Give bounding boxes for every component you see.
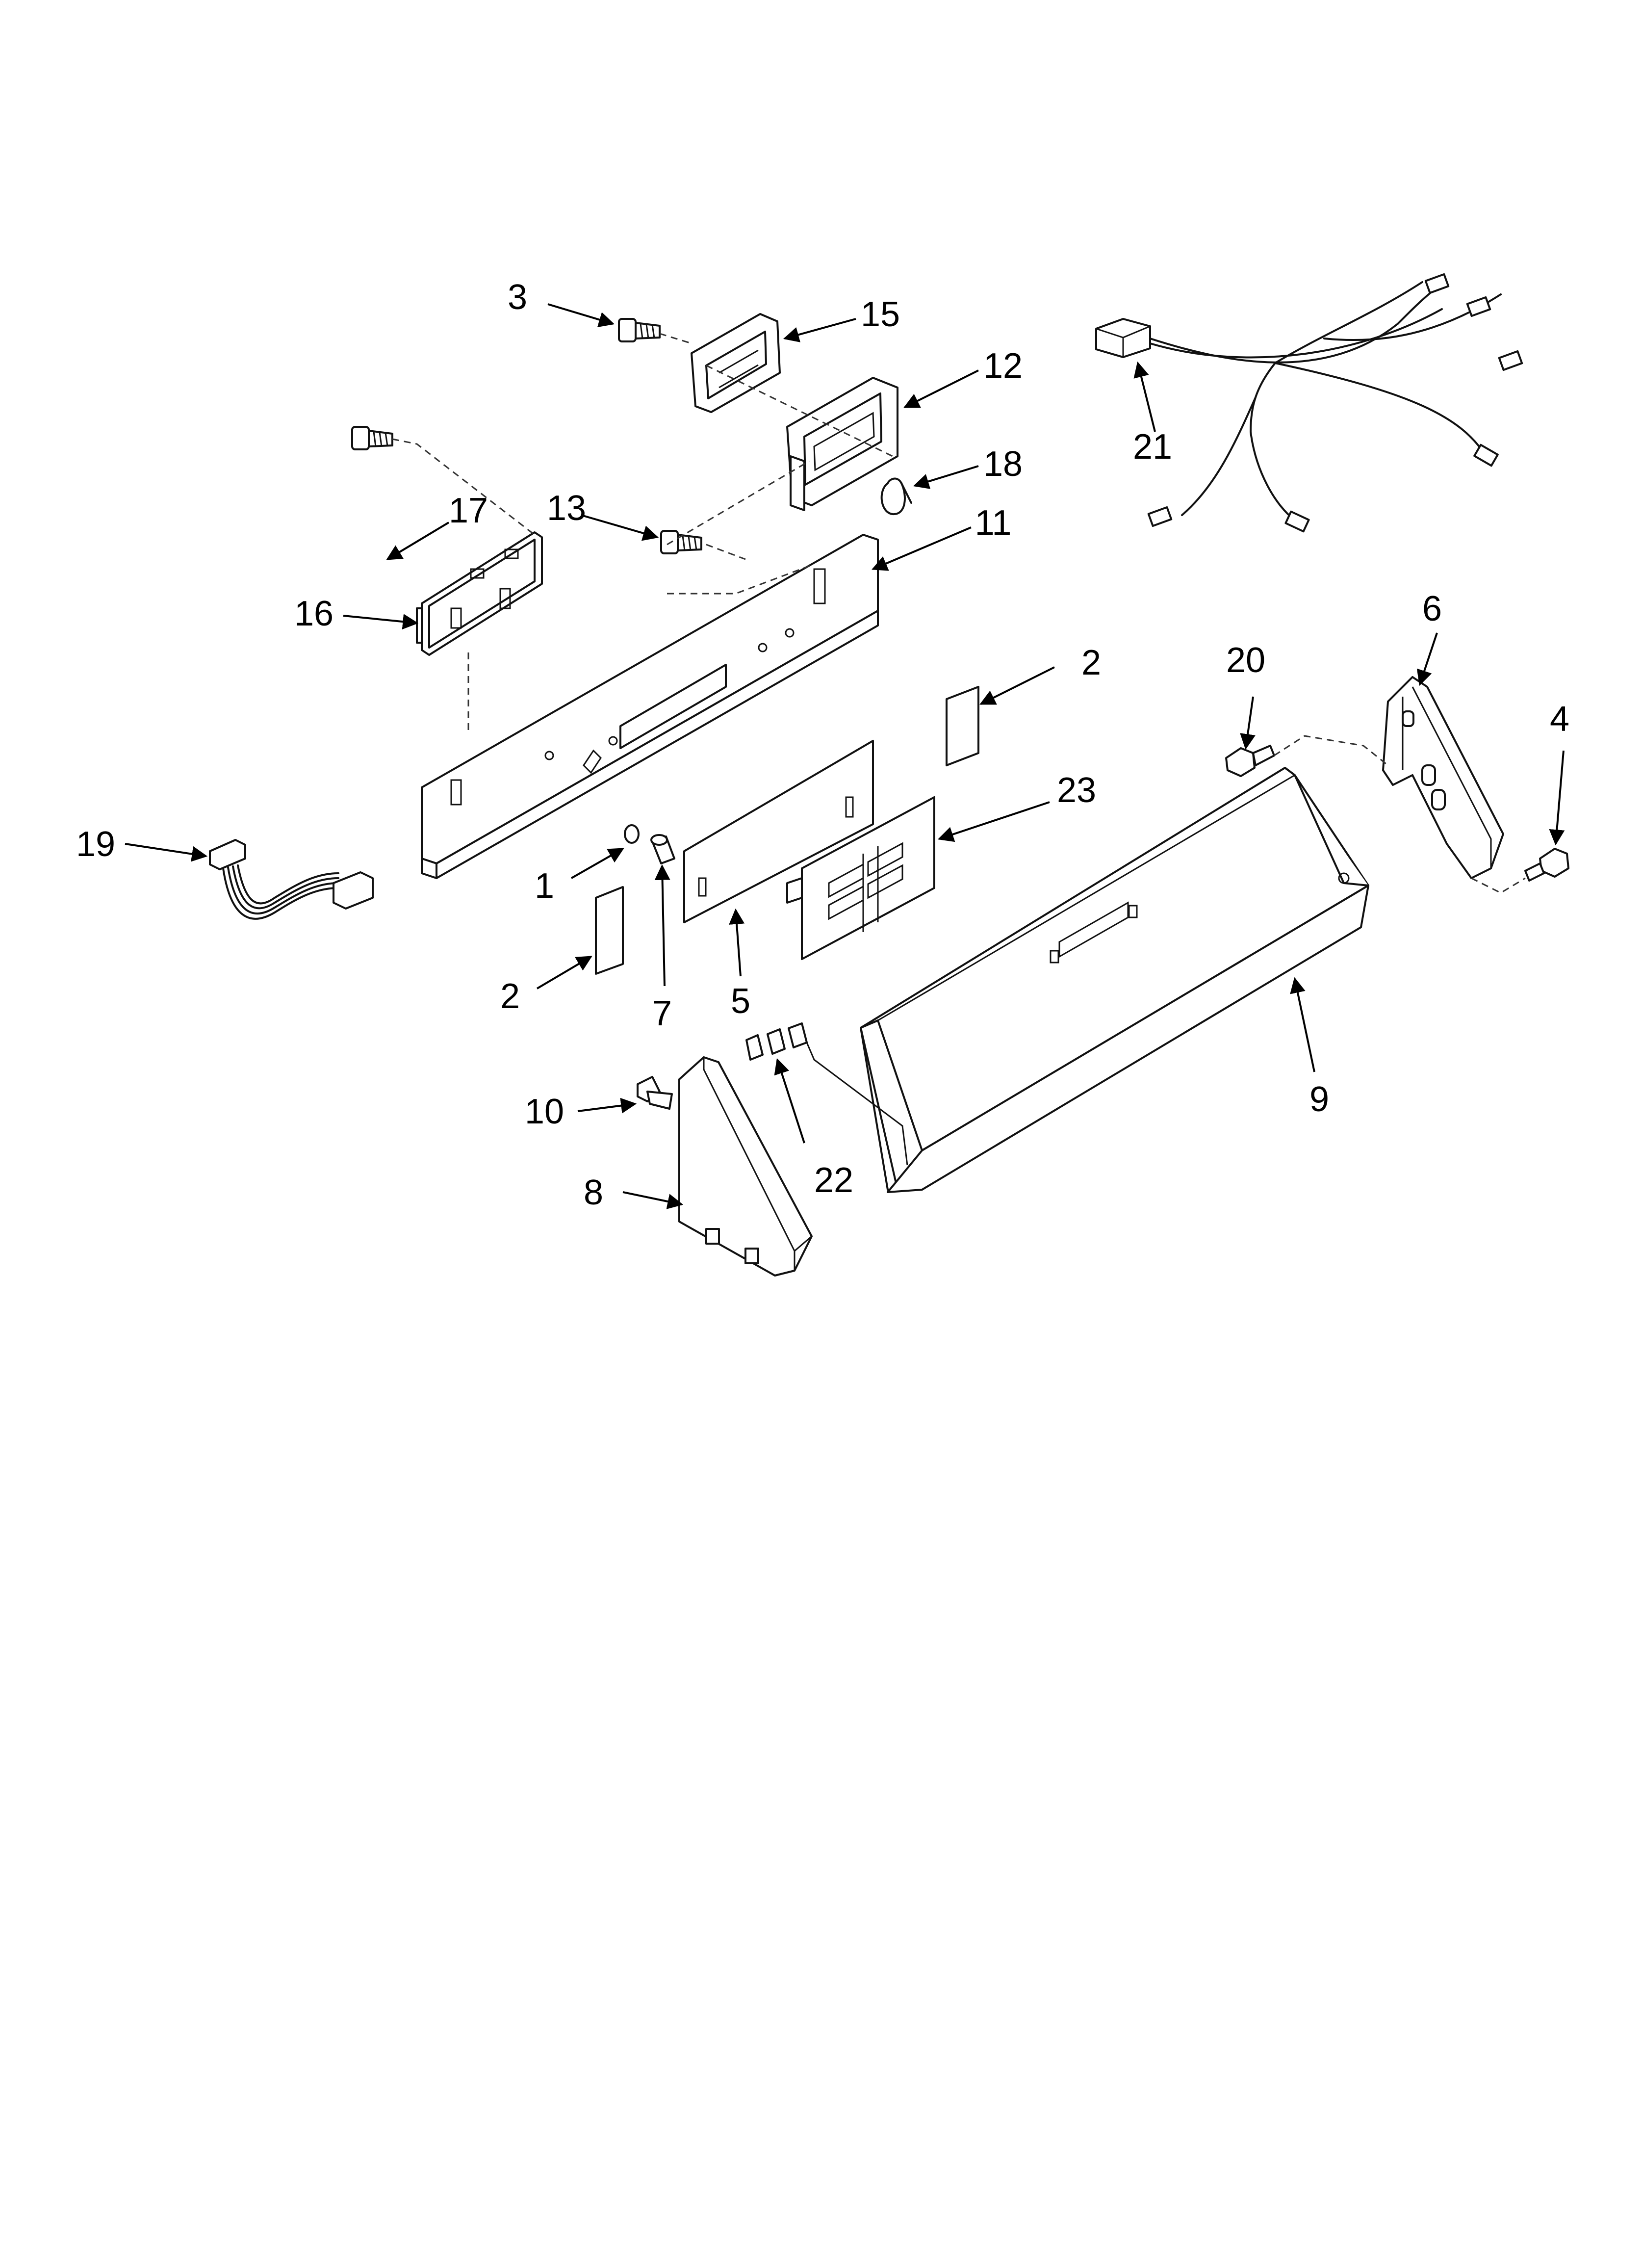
callout-11: 11	[975, 503, 1012, 543]
part-7-spacer	[650, 834, 675, 864]
callout-13: 13	[547, 489, 586, 528]
callout-18: 18	[983, 444, 1023, 484]
part-20-screw	[1225, 745, 1275, 777]
callout-9: 9	[1309, 1080, 1329, 1119]
part-16-control-board	[416, 531, 543, 656]
part-6-side-bracket	[1382, 676, 1504, 879]
part-15-bracket	[691, 313, 781, 413]
part-9-console-panel	[860, 767, 1369, 1193]
part-22-buttons	[745, 1022, 908, 1166]
callout-10: 10	[525, 1092, 564, 1131]
callout-labels: 3 15 12 18 21 17 13 11 16 2 6 20 4 23 19…	[76, 278, 1569, 1212]
callout-22: 22	[814, 1161, 853, 1200]
callout-3: 3	[508, 278, 527, 317]
callout-2-upper: 2	[1081, 643, 1101, 682]
part-19-wire-harness	[209, 839, 374, 920]
callout-4: 4	[1550, 700, 1569, 739]
callout-8: 8	[584, 1173, 603, 1212]
callout-15: 15	[861, 295, 900, 334]
assembly-guide-lines	[392, 333, 1526, 894]
callout-21: 21	[1133, 427, 1172, 467]
part-3-screw	[618, 318, 661, 342]
part-13-screw	[660, 530, 702, 554]
callout-2-lower: 2	[500, 977, 520, 1016]
part-23-membrane-switch	[786, 796, 935, 960]
callout-20: 20	[1226, 641, 1265, 680]
callout-arrows	[125, 303, 1565, 1209]
part-12-display-bracket	[786, 377, 898, 511]
part-2-label-upper	[946, 686, 979, 766]
part-4-screw	[1524, 848, 1569, 882]
callout-12: 12	[983, 346, 1023, 386]
callout-6: 6	[1422, 589, 1442, 628]
callout-16: 16	[294, 594, 334, 633]
part-21-wire-harness	[1095, 273, 1523, 533]
part-10-clip	[637, 1076, 673, 1110]
callout-17: 17	[449, 491, 488, 530]
part-2-label-lower	[595, 886, 624, 975]
part-18-clip	[880, 477, 912, 516]
part-1-cap	[624, 824, 640, 844]
callout-19: 19	[76, 825, 115, 864]
callout-1: 1	[535, 866, 554, 906]
callout-23: 23	[1057, 771, 1096, 810]
part-8-end-cap	[678, 1056, 813, 1277]
part-5-overlay-panel	[683, 740, 874, 923]
part-17-screw	[351, 426, 393, 450]
callout-5: 5	[731, 982, 750, 1021]
part-11-control-panel-frame	[421, 534, 879, 879]
callout-7: 7	[652, 994, 672, 1033]
